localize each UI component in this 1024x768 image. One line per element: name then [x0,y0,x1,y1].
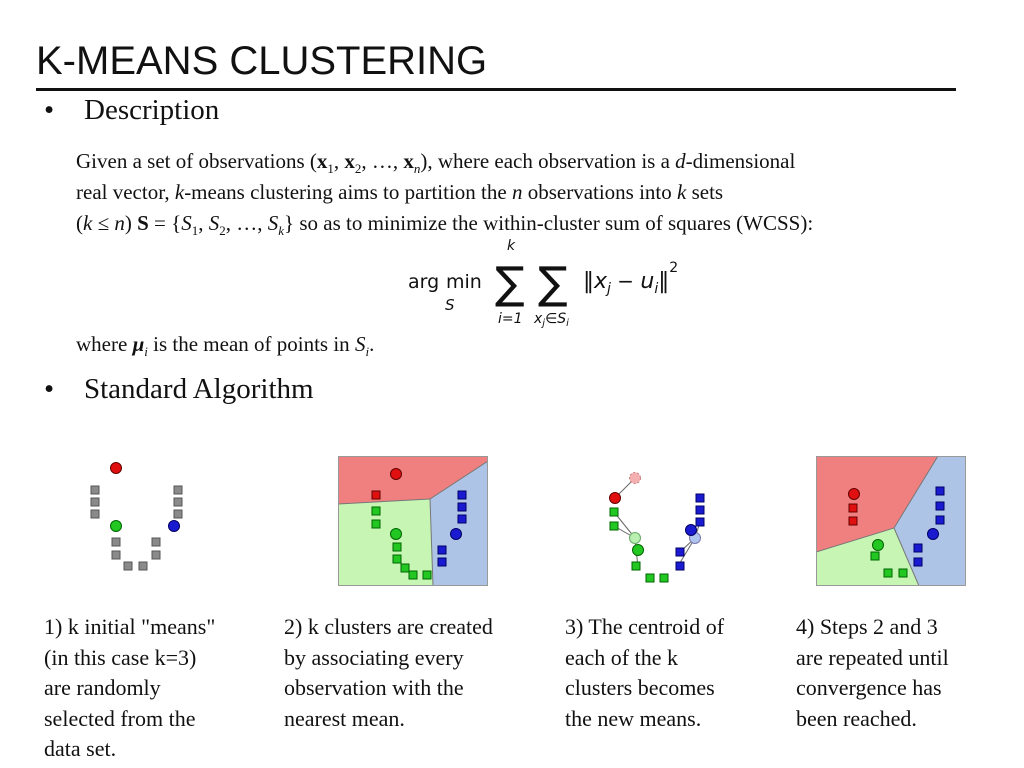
data-point-blue [913,557,923,567]
description-line-2: real vector, k-means clustering aims to … [76,180,724,204]
caption-step-3: 3) The centroid of each of the k cluster… [565,614,725,731]
data-point-green [392,542,402,552]
mean-red [609,492,621,504]
caption-step-4: 4) Steps 2 and 3 are repeated until conv… [796,614,949,731]
caption-step-2: 2) k clusters are created by associating… [284,614,493,731]
data-point-blue [913,543,923,553]
step4-illustration [816,456,966,586]
data-point-red [848,503,858,513]
data-point-green [609,521,619,531]
data-point [111,550,121,560]
data-point [173,497,183,507]
description-paragraph: Given a set of observations (x1, x2, …, … [76,146,813,239]
formula-sum1-bottom: i=1 [498,311,523,327]
data-point-blue [457,490,467,500]
data-point-blue [675,561,685,571]
mean-definition: where μi is the mean of points in Si. [76,332,375,360]
step3-illustration [609,472,705,583]
data-point-blue [935,515,945,525]
formula-sum1-top: k [507,238,516,254]
bullet-label: Description [84,94,220,126]
data-point [111,537,121,547]
description-line-1: Given a set of observations (x1, x2, …, … [76,149,796,177]
formula-norm: ‖xj − ui‖2 [583,260,678,297]
data-point [173,485,183,495]
wcss-formula: arg min S ∑ k i=1 ∑ xj∈Si ‖xj − ui‖2 [408,238,678,328]
data-point-blue [935,501,945,511]
data-point-green [371,506,381,516]
mean-red [848,488,860,500]
mean-green [390,528,402,540]
data-point-blue [437,557,447,567]
mean-green [872,539,884,551]
data-point-blue [457,514,467,524]
data-point [138,561,148,571]
formula-sigma-1: ∑ [495,258,525,309]
data-point-green [645,573,655,583]
region-green [816,528,919,586]
data-point-blue [457,502,467,512]
data-point-blue [695,517,705,527]
data-point-blue [695,493,705,503]
data-point [90,509,100,519]
mean-blue [168,520,180,532]
step2-illustration [338,456,488,586]
old-mean-red [629,472,641,484]
formula-sigma-2: ∑ [538,258,568,309]
data-point [90,497,100,507]
mean-green [632,544,644,556]
data-point [151,550,161,560]
bullet-marker: • [44,94,55,126]
mean-red [110,462,122,474]
data-point-red [371,490,381,500]
data-point-green [631,561,641,571]
step1-illustration [90,462,183,571]
bullet-label: Standard Algorithm [84,373,314,405]
data-point-green [898,568,908,578]
caption-step-1: 1) k initial "means" (in this case k=3) … [44,614,216,761]
description-line-3: (k ≤ n) S = {S1, S2, …, Sk} so as to min… [76,211,814,239]
data-point-blue [675,547,685,557]
formula-min: min [446,271,482,293]
data-point-green [400,563,410,573]
data-point-green [659,573,669,583]
page-title: K-MEANS CLUSTERING [36,39,488,83]
data-point-green [870,551,880,561]
data-point [90,485,100,495]
data-point-green [422,570,432,580]
region-red [816,456,938,552]
data-point-green [883,568,893,578]
formula-arg: arg [408,271,439,293]
region-blue [894,456,966,586]
formula-min-sub: S [445,296,455,314]
data-point-blue [695,505,705,515]
mean-blue [927,528,939,540]
old-mean-green [629,532,641,544]
title-underline [36,88,956,91]
mean-green [110,520,122,532]
data-point-red [848,516,858,526]
data-point [123,561,133,571]
mean-blue [450,528,462,540]
data-point [151,537,161,547]
formula-sum2-bottom: xj∈Si [533,311,569,328]
mean-blue [685,524,697,536]
data-point-green [609,507,619,517]
mean-red [390,468,402,480]
data-point-green [408,570,418,580]
bullet-marker: • [44,373,55,405]
data-point-green [371,519,381,529]
data-point-blue [437,545,447,555]
data-point [173,509,183,519]
data-point-blue [935,486,945,496]
data-point-green [392,554,402,564]
region-green [338,499,433,586]
